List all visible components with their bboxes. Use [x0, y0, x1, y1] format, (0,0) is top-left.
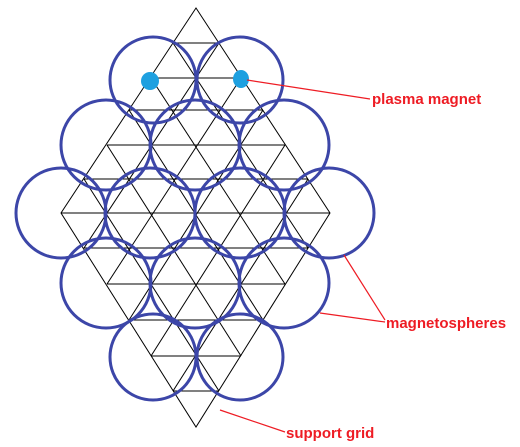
plasma-magnet-dot: [233, 70, 249, 88]
leader-line-magnetosphere-1: [343, 254, 386, 321]
magnetosphere-circle: [237, 98, 331, 192]
magnetospheres-group: [14, 35, 376, 402]
label-magnetospheres: magnetospheres: [386, 315, 506, 332]
leader-line-magnetosphere-2: [319, 312, 386, 323]
label-support-grid: support grid: [286, 425, 374, 442]
leader-line-plasma-magnet: [246, 79, 371, 100]
grid-line: [129, 110, 196, 213]
plasma-magnet-dot: [141, 72, 159, 90]
magnetosphere-circle: [195, 35, 285, 125]
magnetosphere-circle: [108, 312, 198, 402]
plasma-magnets-group: [141, 70, 249, 90]
grid-line: [150, 144, 286, 357]
magnetosphere-circle: [195, 312, 285, 402]
grid-line: [106, 77, 242, 285]
leader-lines: [219, 79, 386, 433]
label-plasma-magnet: plasma magnet: [372, 91, 481, 108]
magnetosphere-circle: [59, 236, 153, 330]
magnetosphere-circle: [282, 166, 376, 260]
magnetosphere-circle: [237, 236, 331, 330]
grid-outline: [60, 7, 331, 428]
leader-line-support-grid: [219, 409, 286, 433]
